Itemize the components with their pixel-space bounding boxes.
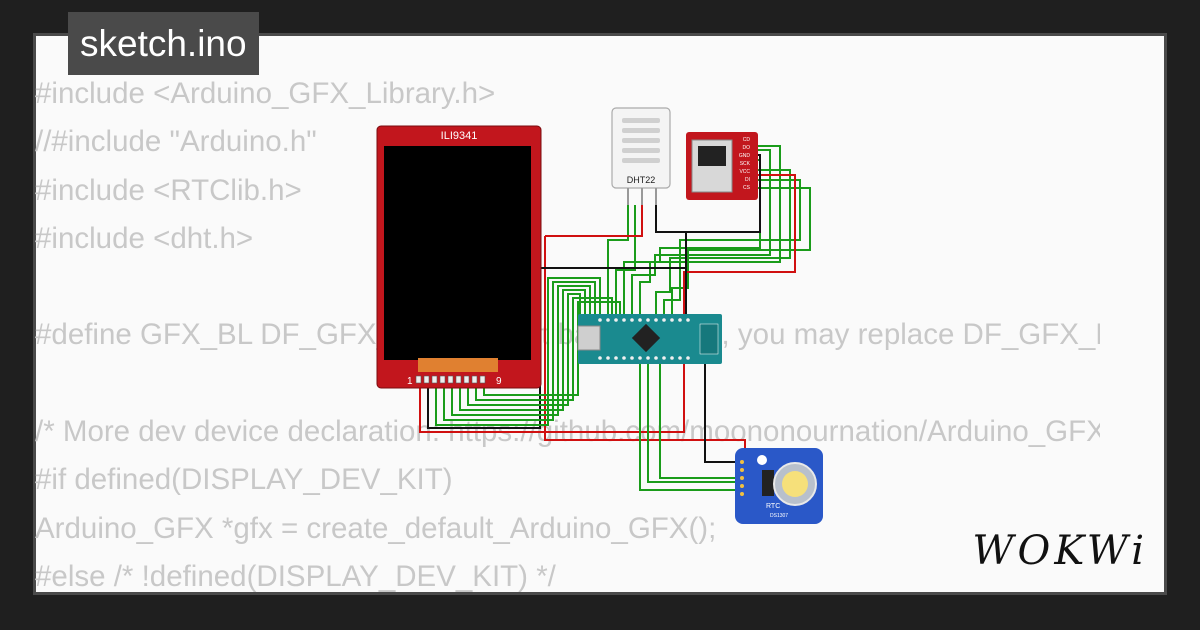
code-line: #include <Arduino_GFX_Library.h> xyxy=(35,77,496,110)
code-line: Arduino_GFX *gfx = create_default_Arduin… xyxy=(35,511,717,545)
code-line xyxy=(35,263,1100,311)
code-line: //#include "Arduino.h" xyxy=(35,125,317,159)
code-line: #include <dht.h> xyxy=(35,221,254,255)
code-line: #if defined(DISPLAY_DEV_KIT) xyxy=(35,463,453,497)
wokwi-logo: WOKWi xyxy=(972,528,1148,574)
code-line: #define GFX_BL DF_GFX_BL // default back… xyxy=(35,318,1100,352)
code-line: /* More dev device declaration: https://… xyxy=(35,415,1100,449)
code-editor: #include <Arduino_GFX_Library.h> //#inclu… xyxy=(35,70,1100,601)
code-line xyxy=(35,360,1100,408)
file-tab[interactable]: sketch.ino xyxy=(68,12,259,75)
code-line: #else /* !defined(DISPLAY_DEV_KIT) */ xyxy=(35,559,556,593)
code-line: #include <RTClib.h> xyxy=(35,173,302,207)
